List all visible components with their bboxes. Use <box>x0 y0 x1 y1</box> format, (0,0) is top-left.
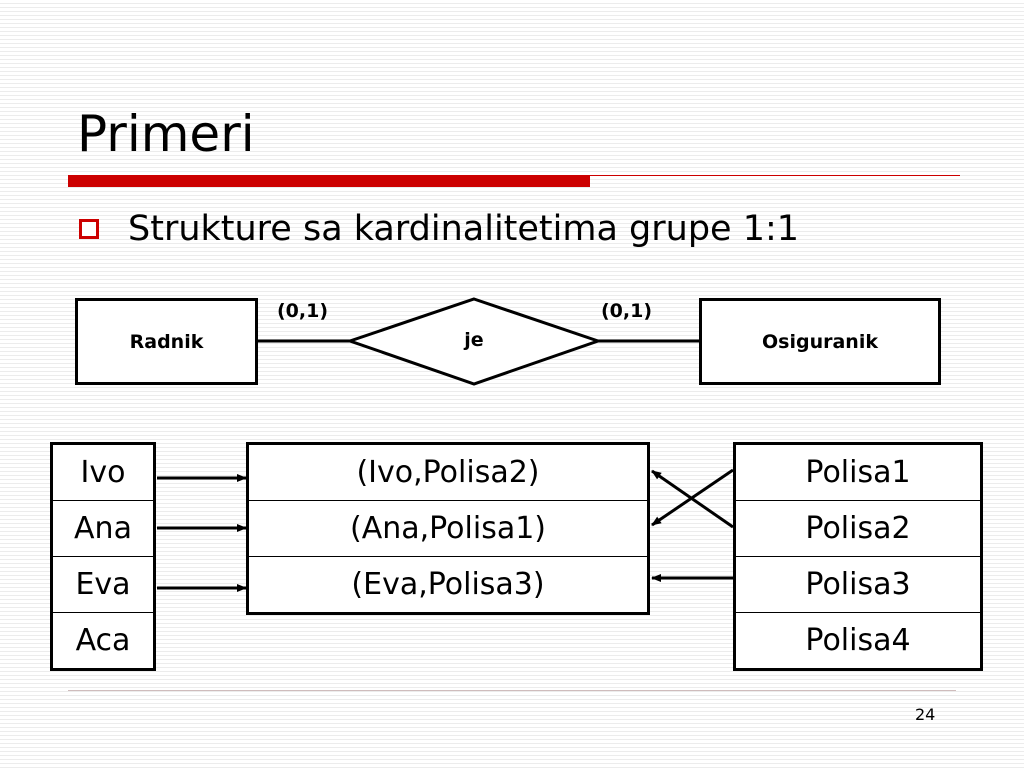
table-polise: Polisa1 Polisa2 Polisa3 Polisa4 <box>733 442 983 671</box>
relationship-label: je <box>464 329 484 351</box>
cardinality-left: (0,1) <box>277 300 329 322</box>
page-number: 24 <box>915 705 936 724</box>
title-underline-thin <box>590 175 960 176</box>
cardinality-right: (0,1) <box>601 300 653 322</box>
table-cell: Polisa2 <box>734 500 982 557</box>
entity-radnik: Radnik <box>75 298 258 385</box>
table-cell: Polisa1 <box>734 443 982 501</box>
footer-rule <box>68 690 956 691</box>
table-pairs: (Ivo,Polisa2) (Ana,Polisa1) (Eva,Polisa3… <box>246 442 650 615</box>
entity-osiguranik: Osiguranik <box>699 298 941 385</box>
table-cell: (Eva,Polisa3) <box>247 556 649 614</box>
bullet-text: Strukture sa kardinalitetima grupe 1:1 <box>128 209 800 249</box>
table-cell: Aca <box>51 612 155 670</box>
table-cell: (Ana,Polisa1) <box>247 500 649 557</box>
table-cell: Eva <box>51 556 155 613</box>
relationship-diamond <box>345 297 603 386</box>
slide-title: Primeri <box>77 105 255 163</box>
table-cell: Polisa4 <box>734 612 982 670</box>
table-cell: Polisa3 <box>734 556 982 613</box>
table-radnici: Ivo Ana Eva Aca <box>50 442 156 671</box>
title-underline-thick <box>68 175 590 187</box>
table-cell: Ivo <box>51 443 155 501</box>
bullet-square-icon <box>79 219 99 239</box>
table-cell: Ana <box>51 500 155 557</box>
arrow-polisa1 <box>651 468 734 527</box>
table-cell: (Ivo,Polisa2) <box>247 443 649 501</box>
